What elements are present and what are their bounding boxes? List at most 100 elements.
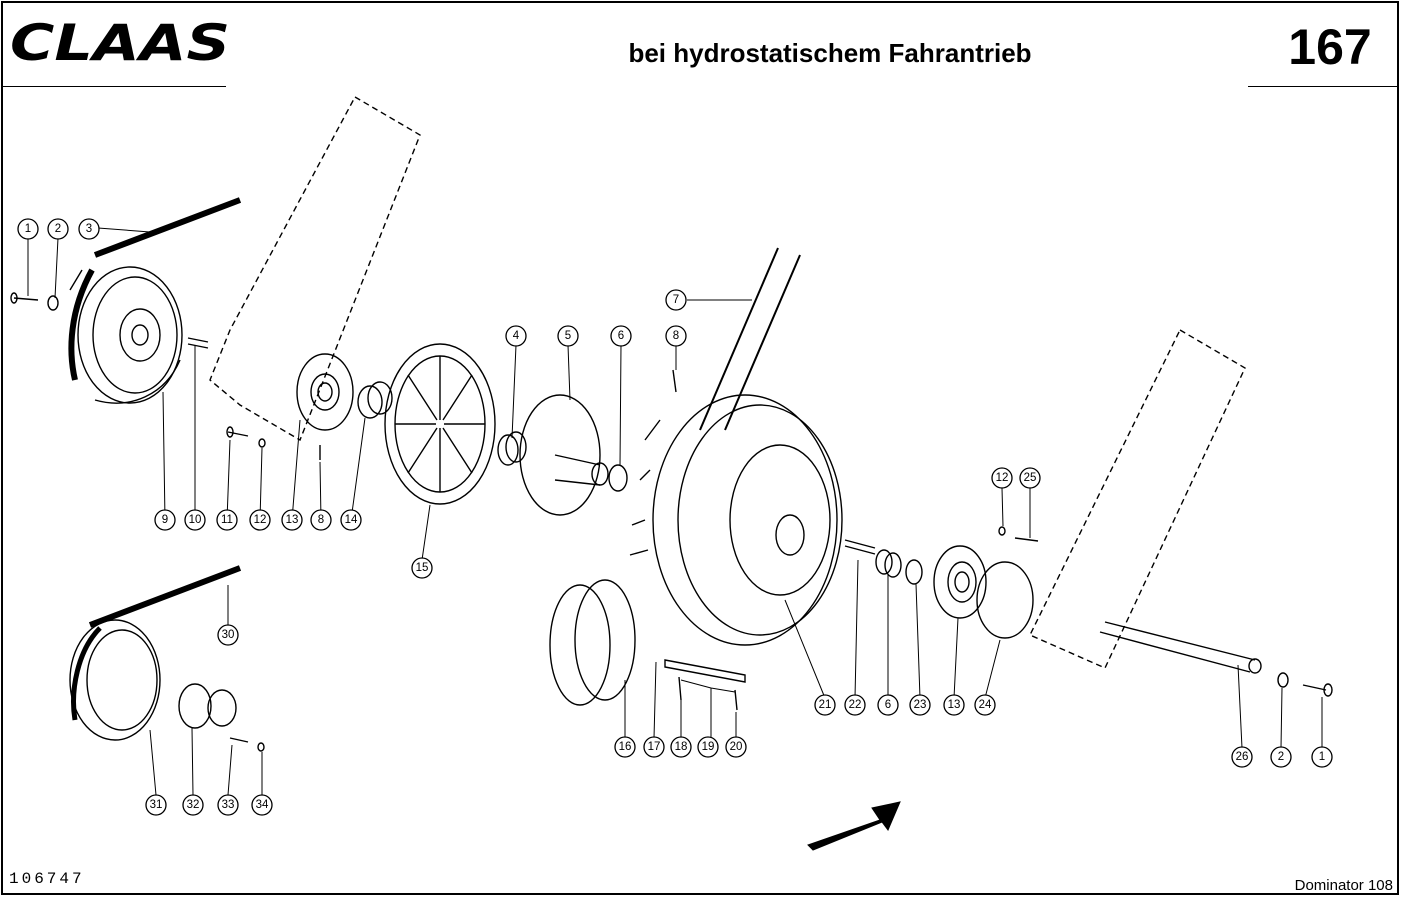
svg-text:11: 11 [221, 514, 233, 526]
bolt-11 [226, 426, 249, 438]
callout-32: 32 [182, 794, 204, 816]
svg-text:15: 15 [416, 562, 429, 574]
svg-text:16: 16 [619, 741, 632, 753]
svg-text:19: 19 [702, 741, 715, 753]
bolt-upper-left [10, 292, 39, 304]
callout-19: 19 [697, 736, 719, 758]
callout-12-right: 12 [991, 467, 1013, 489]
belt-lower-left [88, 565, 242, 628]
callout-21: 21 [814, 694, 836, 716]
svg-text:31: 31 [150, 799, 163, 811]
header-rule-left [3, 86, 226, 87]
callout-3: 3 [78, 218, 100, 240]
belt-upper-left [68, 197, 242, 381]
bolt-1-right [1302, 683, 1333, 697]
callout-2-right: 2 [1270, 746, 1292, 768]
washer-upper-left [47, 295, 59, 311]
svg-text:9: 9 [162, 514, 168, 526]
pulley-upper-left [77, 266, 183, 404]
ring-23 [905, 559, 923, 585]
drawing-number: 106747 [9, 870, 85, 888]
claas-logo: CLAAS [10, 14, 230, 72]
callout-10: 10 [184, 509, 206, 531]
callout-8-lower: 8 [310, 509, 332, 531]
svg-text:7: 7 [673, 294, 679, 306]
svg-text:17: 17 [648, 741, 661, 753]
callout-1-left: 1 [17, 218, 39, 240]
svg-text:1: 1 [25, 223, 31, 235]
callout-31: 31 [145, 794, 167, 816]
screw-20 [734, 689, 738, 711]
svg-text:1: 1 [1319, 751, 1325, 763]
svg-text:13: 13 [286, 514, 299, 526]
callout-12-left: 12 [249, 509, 271, 531]
callout-25: 25 [1019, 467, 1041, 489]
disc-5 [519, 394, 601, 516]
v-belt-7 [699, 247, 801, 431]
strip-17 [664, 659, 746, 683]
svg-text:33: 33 [222, 799, 235, 811]
callout-6-lower: 6 [877, 694, 899, 716]
washer-34 [257, 742, 265, 752]
svg-text:5: 5 [565, 330, 571, 342]
svg-text:2: 2 [1278, 751, 1284, 763]
hub-32 [178, 683, 237, 729]
callout-8-upper: 8 [665, 325, 687, 347]
bushing-6-right [875, 549, 902, 578]
svg-text:22: 22 [849, 699, 862, 711]
svg-text:25: 25 [1024, 472, 1037, 484]
fan-wheel-15 [384, 343, 496, 505]
callout-5: 5 [557, 325, 579, 347]
svg-text:20: 20 [730, 741, 743, 753]
variator-pulley-21 [629, 394, 843, 646]
callout-14: 14 [340, 509, 362, 531]
bushing-14 [357, 381, 393, 419]
callout-16: 16 [614, 736, 636, 758]
leader-lines [27, 227, 1323, 796]
svg-text:30: 30 [222, 629, 235, 641]
header-rule-right [1248, 86, 1398, 87]
callout-34: 34 [251, 794, 273, 816]
svg-text:10: 10 [189, 514, 202, 526]
callout-1-right: 1 [1311, 746, 1333, 768]
callout-26: 26 [1231, 746, 1253, 768]
svg-text:32: 32 [187, 799, 200, 811]
key-10 [187, 337, 209, 349]
ring-6-left [608, 464, 628, 492]
svg-text:6: 6 [618, 330, 624, 342]
callout-4: 4 [505, 325, 527, 347]
callout-13-left: 13 [281, 509, 303, 531]
callout-17: 17 [643, 736, 665, 758]
washer-12-left [258, 438, 266, 448]
svg-text:8: 8 [318, 514, 324, 526]
callout-9: 9 [154, 509, 176, 531]
gasket-24 [976, 561, 1034, 639]
screw-18 [678, 676, 682, 701]
bearing-housing-right [933, 545, 987, 619]
model-name: Dominator 108 [1294, 877, 1393, 894]
screw-33 [229, 737, 249, 743]
cover-16 [549, 579, 636, 706]
bearing-housing-left [296, 353, 354, 431]
svg-text:2: 2 [55, 223, 61, 235]
callout-24: 24 [974, 694, 996, 716]
side-panel-left [209, 96, 421, 442]
svg-text:12: 12 [254, 514, 267, 526]
svg-text:3: 3 [86, 223, 92, 235]
bolt-25 [1014, 537, 1039, 542]
direction-arrow-icon [807, 801, 901, 851]
brand-wordmark: CLAAS [10, 14, 230, 72]
callout-18: 18 [670, 736, 692, 758]
svg-text:8: 8 [673, 330, 679, 342]
tube-sleeve [554, 454, 609, 486]
page-number: 167 [1288, 19, 1372, 75]
washer-2-right [1277, 672, 1289, 688]
svg-text:18: 18 [675, 741, 688, 753]
shaft-26 [1099, 621, 1262, 674]
svg-text:14: 14 [345, 514, 358, 526]
callout-11: 11 [216, 509, 238, 531]
callout-15: 15 [411, 557, 433, 579]
side-panel-right [1029, 329, 1246, 669]
